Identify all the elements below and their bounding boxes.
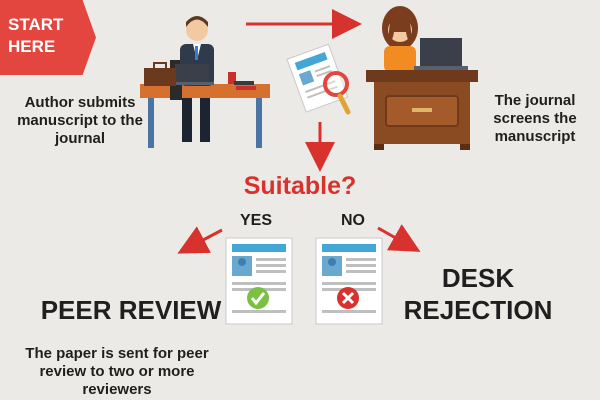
author-caption: Author submits manuscript to the journal — [17, 94, 143, 147]
author-at-desk-illustration — [140, 16, 270, 148]
accepted-document-icon — [225, 237, 293, 325]
desk-rejection-title: DESK REJECTION — [403, 263, 553, 325]
rejected-document-icon — [315, 237, 383, 325]
journal-caption: The journal screens the manuscript — [493, 92, 577, 145]
arrow-yes-branch — [177, 226, 223, 254]
start-here-label: START HERE — [8, 15, 64, 56]
journal-editor-illustration — [366, 6, 478, 150]
arrow-no-branch — [377, 224, 421, 252]
peer-review-description: The paper is sent for peer review to two… — [25, 345, 209, 398]
manuscript-magnifier-icon — [286, 43, 351, 115]
yes-label: YES — [239, 212, 272, 229]
peer-review-title: PEER REVIEW — [40, 295, 222, 325]
start-here-badge — [0, 0, 96, 75]
no-label: NO — [341, 212, 365, 229]
suitable-question: Suitable? — [243, 172, 357, 200]
